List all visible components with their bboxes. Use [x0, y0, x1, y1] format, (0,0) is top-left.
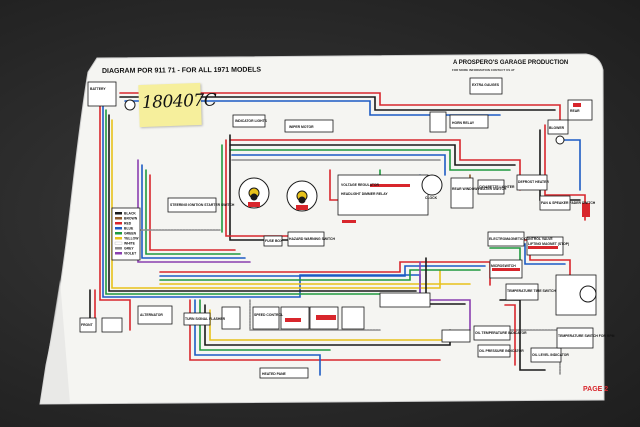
cigarette-lighter-label: CIGARETTE LIGHTER: [479, 185, 515, 189]
speed-control-label: SPEED CONTROL: [254, 313, 283, 317]
wiper-label: WIPER MOTOR: [289, 125, 314, 129]
ignition-switch-label: STEERING IGNITION STARTER SWITCH: [170, 203, 235, 207]
heated-pane-label: HEATED PANE: [262, 372, 287, 376]
paper-sheen: [40, 280, 70, 404]
legend-label: BLUE: [124, 227, 134, 231]
battery-label: BATTERY: [90, 87, 106, 91]
rear-heater-switch-label: REAR WINDOW HEATER SWITCH: [452, 187, 507, 191]
front-label: FRONT: [81, 323, 94, 327]
indicator-lights-label: INDICATOR LIGHTS: [235, 119, 268, 123]
legend-label: BROWN: [124, 217, 138, 221]
legend-label: BLACK: [124, 212, 136, 216]
producer-name: A PROSPERO'S GARAGE PRODUCTION: [453, 60, 568, 66]
highlight-blocks: [248, 103, 590, 322]
rear-label: REAR: [570, 109, 580, 113]
extra-gauges-label: EXTRA GAUGES: [472, 83, 500, 87]
legend-label: YELLOW: [124, 237, 139, 241]
control-valve-label: ELECTROMAGNETIC CONTROL VALVE: [489, 237, 553, 241]
defrost-heater-label: DEFROST HEATER: [518, 180, 549, 184]
legend-label: WHITE: [124, 242, 136, 246]
turn-signal-label: TURN SIGNAL FLASHER: [185, 317, 226, 321]
oil-level-label: OIL LEVEL INDICATOR: [532, 353, 569, 357]
legend-label: GREY: [124, 247, 134, 251]
gauges: [124, 99, 597, 303]
sticky-note: 180407C: [138, 82, 217, 128]
legend-label: VIOLET: [124, 252, 137, 256]
component-labels: BATTERY INDICATOR LIGHTS WIPER MOTOR VOL…: [81, 83, 615, 376]
component-boxes: [79, 77, 597, 379]
producer-subtitle: FOR MORE INFORMATION CONTACT US AT: [452, 68, 515, 72]
headlight-relay-label: HEADLIGHT DIMMER RELAY: [341, 192, 388, 196]
clock-label: CLOCK: [425, 196, 438, 200]
page-label: PAGE 2: [583, 386, 609, 393]
oil-temperature-label: OIL TEMPERATURE INDICATOR: [475, 331, 527, 335]
voltage-regulator-label: VOLTAGE REGULATOR: [341, 183, 380, 187]
lifting-magnet-label: LIFTING MAGNET (STOP): [528, 242, 569, 246]
oil-pressure-label: OIL PRESSURE INDICATOR: [479, 349, 524, 353]
legend-label: RED: [124, 222, 132, 226]
microswitch-label: MICROSWITCH: [491, 264, 516, 268]
handwritten-note: 180407C: [141, 90, 217, 113]
alternator-label: ALTERNATOR: [140, 313, 163, 317]
fan-switch-label: FAN & SPEAKER FADER SWITCH: [541, 201, 596, 205]
horn-relay-label: HORN RELAY: [452, 121, 475, 125]
diagram-title: DIAGRAM POR 911 71 - FOR ALL 1971 MODELS: [102, 67, 261, 75]
legend-label: GREEN: [124, 232, 137, 236]
fuse-box-label: FUSE BOX: [265, 239, 283, 243]
wire-color-legend: BLACK BROWN RED BLUE GREEN YELLOW WHITE …: [114, 212, 139, 256]
temp-switch-rpm-label: TEMPERATURE SWITCH FOR RPM: [558, 334, 615, 338]
temperature-time-switch-label: TEMPERATURE TIME SWITCH: [507, 289, 556, 293]
hazard-switch-label: HAZARD WARNING SWITCH: [289, 237, 336, 241]
blower-label: BLOWER: [549, 126, 565, 130]
